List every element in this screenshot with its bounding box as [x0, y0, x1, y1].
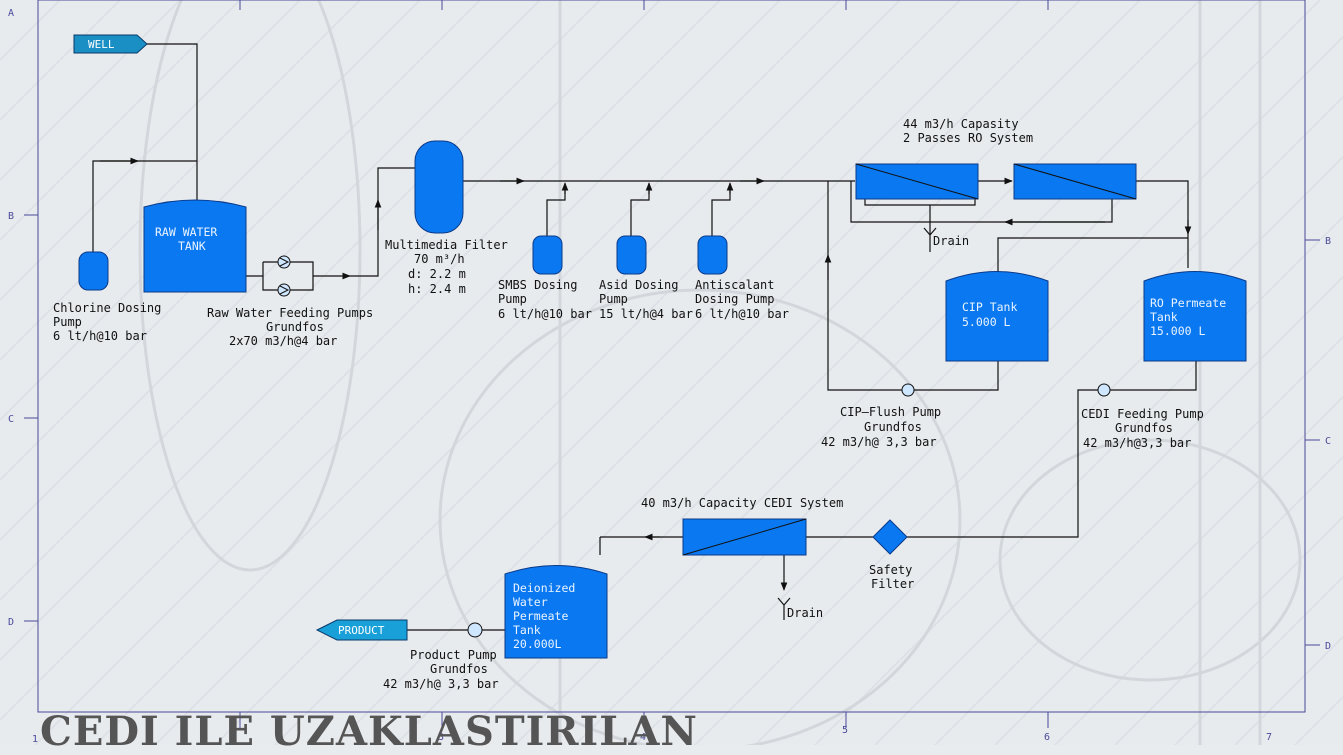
safety-filter-label: Safety Filter	[869, 563, 914, 591]
raw-pumps-label-2: Grundfos	[266, 320, 324, 334]
grid-row-c-right: C	[1325, 436, 1331, 447]
cip-pump-label-3: 42 m3/h@ 3,3 bar	[821, 435, 937, 449]
safety-filter-label-2: Filter	[871, 577, 914, 591]
grid-row-d-right: D	[1325, 641, 1331, 652]
chlorine-label-1: Chlorine Dosing	[53, 301, 161, 315]
cedi-pump-label-1: CEDI Feeding Pump	[1081, 407, 1204, 421]
well-tag: WELL	[74, 35, 147, 53]
deionized-tank-label-2: Water	[513, 595, 548, 609]
grid-col-5: 5	[842, 725, 848, 736]
cedi-pump-label-2: Grundfos	[1115, 421, 1173, 435]
ro-system-label-1: 44 m3/h Capasity	[903, 117, 1019, 131]
mmf-label-3: d: 2.2 m	[408, 267, 466, 281]
ro-system-label-2: 2 Passes RO System	[903, 131, 1033, 145]
cip-pump-label-1: CIP–Flush Pump	[840, 405, 941, 419]
cip-tank: CIP Tank 5.000 L	[946, 272, 1048, 362]
smbs-dosing-pump	[533, 236, 562, 274]
ro-module-2	[1014, 164, 1136, 199]
antiscalant-label-3: 6 lt/h@10 bar	[695, 307, 789, 321]
cedi-feeding-pump	[1098, 384, 1110, 396]
mmf-label-2: 70 m³/h	[414, 252, 465, 266]
raw-water-tank-label-2: TANK	[178, 239, 206, 253]
raw-water-tank-label-1: RAW WATER	[155, 225, 217, 239]
chlorine-label-3: 6 lt/h@10 bar	[53, 329, 147, 343]
asid-label-1: Asid Dosing	[599, 278, 678, 292]
product-tag-label: PRODUCT	[338, 624, 385, 637]
chlorine-label-2: Pump	[53, 315, 82, 329]
cip-pump-label-2: Grundfos	[864, 420, 922, 434]
ro-permeate-tank-label-3: 15.000 L	[1150, 324, 1205, 338]
product-pump-label-1: Product Pump	[410, 648, 497, 662]
raw-water-tank: RAW WATER TANK	[144, 200, 246, 292]
drain-label-cedi: Drain	[787, 606, 823, 620]
antiscalant-dosing-pump	[698, 236, 727, 274]
product-pump-label-3: 42 m3/h@ 3,3 bar	[383, 677, 499, 691]
ro-permeate-tank: RO Permeate Tank 15.000 L	[1144, 272, 1246, 362]
smbs-label-2: Pump	[498, 292, 527, 306]
grid-col-7: 7	[1266, 732, 1272, 743]
cedi-module	[683, 519, 806, 555]
ro-permeate-tank-label-2: Tank	[1150, 310, 1178, 324]
chlorine-dosing-pump	[79, 252, 108, 290]
cip-tank-label-2: 5.000 L	[962, 315, 1011, 329]
raw-pumps-label-3: 2x70 m3/h@4 bar	[229, 334, 337, 348]
antiscalant-label-2: Dosing Pump	[695, 292, 774, 306]
drain-label-ro: Drain	[933, 234, 969, 248]
grid-row-c: C	[8, 414, 14, 425]
grid-row-b: B	[8, 211, 14, 222]
grid-col-6: 6	[1044, 732, 1050, 743]
product-pump	[468, 623, 482, 637]
asid-label-2: Pump	[599, 292, 628, 306]
deionized-tank-label-5: 20.000L	[513, 637, 562, 651]
grid-row-b-right: B	[1325, 236, 1331, 247]
grid-row-d: D	[8, 617, 14, 628]
mmf-label-4: h: 2.4 m	[408, 282, 466, 296]
cedi-pump-label-3: 42 m3/h@3,3 bar	[1083, 436, 1191, 450]
antiscalant-label-1: Antiscalant	[695, 278, 774, 292]
product-pump-label-2: Grundfos	[430, 662, 488, 676]
smbs-label-1: SMBS Dosing	[498, 278, 577, 292]
smbs-label-3: 6 lt/h@10 bar	[498, 307, 592, 321]
deionized-tank-label-3: Permeate	[513, 609, 568, 623]
grid-col-1: 1	[32, 734, 38, 745]
ro-permeate-tank-label-1: RO Permeate	[1150, 296, 1226, 310]
asid-label-3: 15 lt/h@4 bar	[599, 307, 693, 321]
safety-filter-label-1: Safety	[869, 563, 912, 577]
raw-pumps-label-1: Raw Water Feeding Pumps	[207, 306, 373, 320]
ro-module-1	[856, 164, 978, 199]
deionized-tank-label-1: Deionized	[513, 581, 575, 595]
cip-flush-pump	[902, 384, 914, 396]
mmf-label-1: Multimedia Filter	[385, 238, 508, 252]
product-tag: PRODUCT	[317, 620, 407, 640]
cip-tank-label-1: CIP Tank	[962, 300, 1017, 314]
page-banner-title: CEDI ILE UZAKLASTIRILAN	[40, 712, 698, 752]
deionized-water-tank: Deionized Water Permeate Tank 20.000L	[505, 566, 607, 659]
well-tag-label: WELL	[88, 38, 115, 51]
grid-row-a: A	[8, 8, 14, 19]
asid-dosing-pump	[617, 236, 646, 274]
cedi-system-label: 40 m3/h Capacity CEDI System	[641, 496, 843, 510]
multimedia-filter	[415, 141, 463, 233]
ro-system-label: 44 m3/h Capasity 2 Passes RO System	[903, 117, 1033, 145]
deionized-tank-label-4: Tank	[513, 623, 541, 637]
